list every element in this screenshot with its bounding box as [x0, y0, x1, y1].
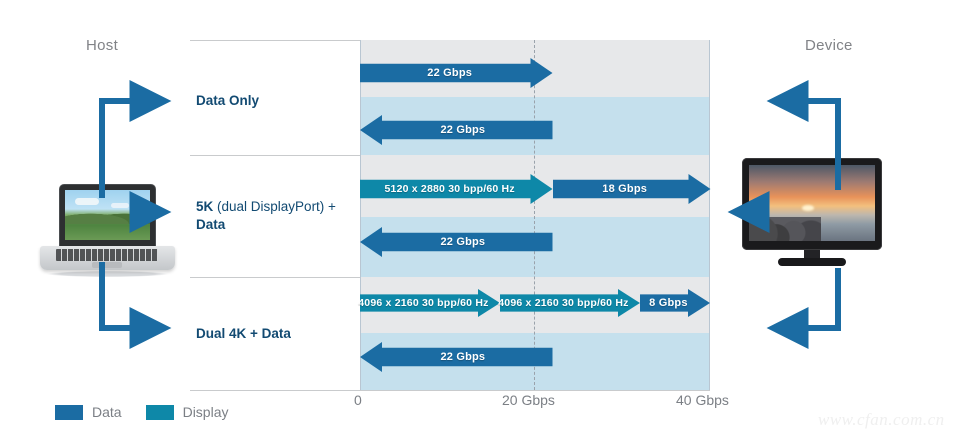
arrow-row0-upstream-seg0-path — [360, 58, 553, 88]
arrow-row1-upstream-seg0-path — [360, 174, 553, 204]
axis-tick-0: 0 — [354, 392, 362, 408]
row-label-bold: Dual 4K + Data — [196, 326, 291, 341]
arrow-row2-upstream-seg1-path — [500, 289, 640, 317]
device-connector-row0 — [766, 80, 841, 190]
tv-wallpaper-sun — [802, 205, 814, 211]
data-swatch — [55, 404, 83, 420]
legend-item: Display — [145, 404, 229, 420]
laptop-wallpaper-cloud — [111, 203, 129, 208]
arrow-row2-upstream-seg2-path — [640, 289, 710, 317]
legend: Data Display — [55, 404, 228, 420]
arrow-row1-downstream-seg0-shape — [360, 227, 553, 257]
tv-bezel — [742, 158, 882, 250]
device-connector-row2 — [766, 268, 841, 349]
row-label-line2: Data — [196, 217, 226, 232]
laptop-wallpaper-cloud — [75, 198, 99, 205]
midpoint-gridline — [534, 40, 535, 390]
axis-tick-40: 40 Gbps — [676, 392, 729, 408]
arrow-row0-upstream-seg0-shape — [360, 58, 553, 88]
arrow-row1-downstream-seg0-path — [360, 227, 553, 257]
row-label-bold: 5K — [196, 199, 214, 214]
arrow-row0-downstream-seg0-path — [360, 115, 553, 145]
arrow-row2-downstream-seg0-path — [360, 342, 553, 372]
row-label-dual4k: Dual 4K + Data — [196, 325, 356, 343]
laptop-wallpaper-hills — [65, 208, 150, 224]
laptop-shadow — [46, 271, 169, 277]
laptop-keyboard — [56, 249, 158, 261]
arrow-row2-downstream-seg0-shape — [360, 342, 553, 372]
legend-label: Data — [92, 404, 122, 420]
arrow-row1-upstream-seg0-shape — [360, 174, 553, 204]
arrow-row2-upstream-seg2-shape — [640, 289, 710, 317]
row-label-normal: (dual DisplayPort) + — [213, 199, 336, 214]
host-label: Host — [86, 37, 119, 54]
host-connector-row2 — [99, 262, 172, 349]
display-swatch — [145, 404, 174, 420]
device-label: Device — [805, 37, 853, 54]
arrow-row0-downstream-seg0-shape — [360, 115, 553, 145]
watermark: www.cfan.com.cn — [818, 410, 945, 429]
arrow-row1-upstream-seg1-path — [552, 174, 710, 204]
row-label-5k: 5K (dual DisplayPort) + Data — [196, 198, 356, 234]
laptop-trackpad — [92, 262, 122, 268]
arrow-row2-upstream-seg1-shape — [500, 289, 640, 317]
legend-item: Data — [55, 404, 122, 420]
row-label-data-only: Data Only — [196, 92, 356, 110]
arrow-row1-upstream-seg1-shape — [552, 174, 710, 204]
device-tv-illustration — [742, 158, 882, 280]
host-connector-row0 — [99, 80, 172, 198]
tv-stand-neck — [804, 250, 820, 260]
axis-tick-20: 20 Gbps — [502, 392, 555, 408]
arrow-row2-upstream-seg0-shape — [360, 289, 500, 317]
legend-label: Display — [182, 404, 229, 420]
tv-stand-base — [778, 258, 846, 266]
axis-line — [190, 390, 710, 391]
row-label-bold: Data Only — [196, 93, 260, 108]
tv-screen — [749, 165, 875, 241]
arrow-row2-upstream-seg0-path — [360, 289, 500, 317]
